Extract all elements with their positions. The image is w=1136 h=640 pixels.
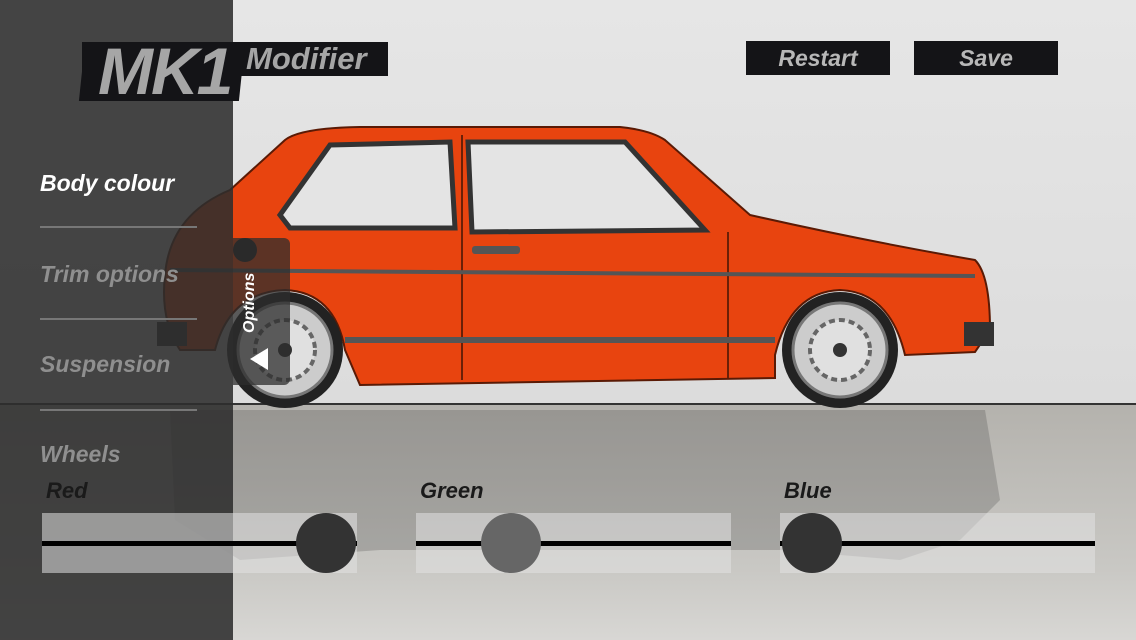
slider-track — [42, 541, 357, 546]
menu-item-suspension[interactable]: Suspension — [40, 351, 171, 377]
logo-mk1: MK1 — [98, 34, 233, 108]
slider-track — [416, 541, 731, 546]
logo-modifier: Modifier — [246, 41, 367, 76]
slider-knob[interactable] — [781, 513, 842, 573]
save-button[interactable]: Save — [914, 41, 1058, 75]
green-slider[interactable] — [416, 513, 731, 573]
options-tab[interactable]: Options — [233, 238, 290, 385]
red-slider[interactable] — [42, 513, 357, 573]
green-slider-label: Green — [420, 478, 484, 503]
menu-item-body-colour[interactable]: Body colour — [40, 170, 175, 196]
menu-divider — [40, 226, 197, 228]
menu-divider — [40, 318, 197, 320]
options-tab-label: Options — [241, 272, 258, 333]
rear-wheel — [782, 292, 898, 408]
slider-knob[interactable] — [295, 513, 356, 573]
red-slider-label: Red — [46, 478, 88, 503]
restart-button[interactable]: Restart — [746, 41, 890, 75]
menu-divider — [40, 409, 197, 411]
slider-track — [780, 541, 1095, 546]
ground-line — [0, 403, 1136, 405]
collapse-arrow-icon[interactable] — [250, 348, 268, 370]
menu-item-trim-options[interactable]: Trim options — [40, 261, 179, 287]
blue-slider[interactable] — [780, 513, 1095, 573]
slider-knob[interactable] — [480, 513, 541, 573]
blue-slider-label: Blue — [784, 478, 832, 503]
menu-item-wheels[interactable]: Wheels — [40, 441, 121, 467]
